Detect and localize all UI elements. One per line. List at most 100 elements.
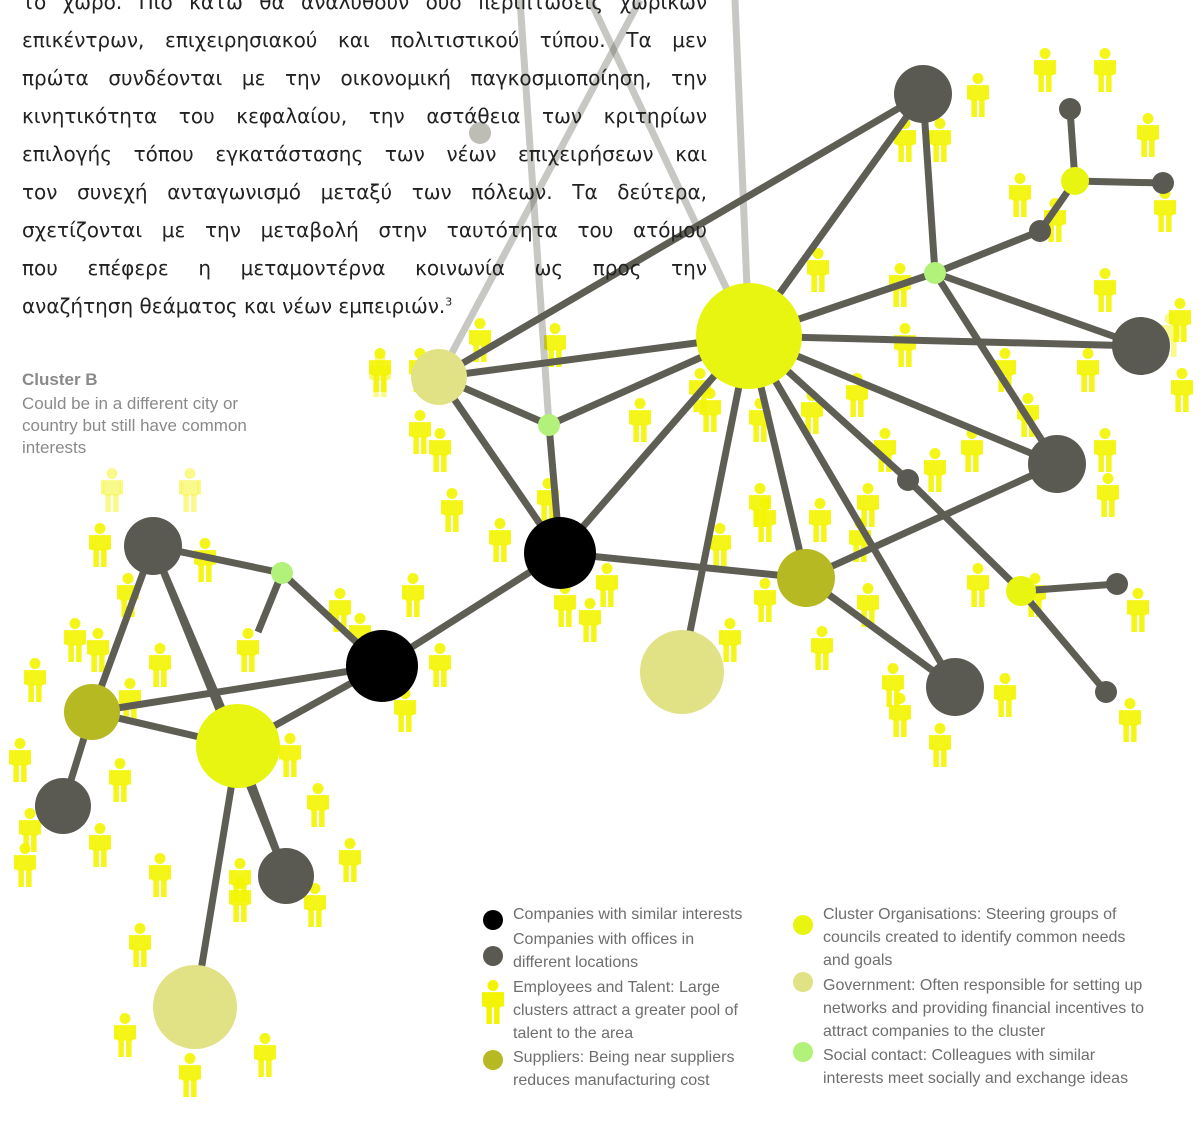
- dark-node: [1152, 172, 1174, 194]
- person-icon: [254, 1033, 276, 1077]
- person-icon: [629, 398, 651, 442]
- cluster-b-description: interests: [22, 438, 87, 457]
- person-icon: [89, 823, 111, 867]
- dark-node: [1095, 681, 1117, 703]
- dark-node: [926, 658, 984, 716]
- yellow-circle-icon: [793, 915, 813, 935]
- person-icon: [579, 598, 601, 642]
- person-icon: [929, 723, 951, 767]
- legend-label: clusters attract a greater pool of: [513, 1002, 738, 1019]
- pale-circle-icon: [793, 972, 813, 992]
- person-icon: [554, 583, 576, 627]
- connection-line: [559, 549, 807, 582]
- connection-line: [905, 477, 1024, 594]
- legend-label: Cluster Organisations: Steering groups o…: [823, 906, 1117, 923]
- yellow-node: [196, 704, 280, 788]
- person-icon: [149, 643, 171, 687]
- person-icon: [994, 673, 1016, 717]
- dark-grey-circle-icon: [483, 946, 503, 966]
- person-icon: [809, 498, 831, 542]
- connection-line: [932, 271, 1060, 466]
- legend-label: attract companies to the cluster: [823, 1023, 1046, 1040]
- legend-label: Companies with offices in: [513, 931, 695, 948]
- person-icon: [1034, 48, 1056, 92]
- person-icon: [929, 118, 951, 162]
- person-icon: [409, 410, 431, 454]
- person-icon: [924, 448, 946, 492]
- legend-label: Companies with similar interests: [513, 906, 743, 923]
- legend-label: different locations: [513, 954, 639, 971]
- person-icon: [1171, 368, 1193, 412]
- faded-connection-line: [435, 0, 644, 379]
- connection-line: [745, 334, 959, 689]
- faded-connection-line: [516, 0, 553, 426]
- person-icon: [1097, 473, 1119, 517]
- legend-label: talent to the area: [513, 1025, 634, 1042]
- paragraph-line: επιλογής τόπου εγκατάστασης των νέων επι…: [22, 142, 707, 166]
- paragraph-line: πρώτα συνδέονται με την οικονομική παγκο…: [22, 66, 707, 90]
- pale-node: [153, 965, 237, 1049]
- olive-circle-icon: [483, 1050, 503, 1070]
- person-icon: [1094, 48, 1116, 92]
- dark-node: [35, 778, 91, 834]
- person-icon: [1009, 173, 1031, 217]
- person-icon: [339, 838, 361, 882]
- person-icon: [482, 980, 504, 1024]
- person-icon: [307, 783, 329, 827]
- dark-node: [1029, 220, 1051, 242]
- person-icon: [1154, 188, 1176, 232]
- person-icon: [89, 523, 111, 567]
- black-node: [524, 517, 596, 589]
- legend-label: Suppliers: Being near suppliers: [513, 1049, 735, 1066]
- connection-line: [919, 93, 939, 274]
- paragraph-line: τον συνεχή ανταγωνισμό μεταξύ των πόλεων…: [22, 180, 707, 204]
- light-green-circle-icon: [793, 1042, 813, 1062]
- connection-line: [804, 460, 1059, 582]
- dark-node: [897, 469, 919, 491]
- person-icon: [402, 573, 424, 617]
- person-icon: [114, 1013, 136, 1057]
- connection-line: [748, 332, 1142, 350]
- cluster-b-title: Cluster B: [22, 370, 98, 389]
- legend-label: reduces manufacturing cost: [513, 1072, 710, 1089]
- paragraph-line: σχετίζονται με την μεταβολή στην ταυτότη…: [22, 218, 707, 242]
- person-icon: [179, 468, 201, 512]
- dark-node: [1028, 435, 1086, 493]
- person-icon: [237, 628, 259, 672]
- light-node: [271, 562, 293, 584]
- person-icon: [101, 468, 123, 512]
- connection-line: [191, 745, 242, 1008]
- yellow-node: [696, 283, 802, 389]
- connection-line: [933, 227, 1042, 277]
- connection-line: [803, 575, 958, 690]
- legend-label: networks and providing financial incenti…: [823, 1000, 1145, 1017]
- black-circle-icon: [483, 910, 503, 930]
- person-icon: [179, 1053, 201, 1097]
- person-icon: [64, 618, 86, 662]
- person-icon: [754, 578, 776, 622]
- person-icon: [967, 73, 989, 117]
- faded-node: [469, 122, 491, 144]
- person-icon: [119, 678, 141, 722]
- connection-line: [678, 335, 753, 673]
- yellow-node: [1061, 167, 1089, 195]
- paragraph-line: επικέντρων, επιχειρησιακού και πολιτιστι…: [22, 28, 707, 52]
- person-icon: [279, 733, 301, 777]
- connection-line: [88, 544, 157, 714]
- footnote-marker: 3: [445, 295, 453, 309]
- paragraph-line: κινητικότητα του κεφαλαίου, την αστάθεια…: [22, 104, 707, 128]
- legend-label: Social contact: Colleagues with similar: [823, 1047, 1096, 1064]
- legend-label: councils created to identify common need…: [823, 929, 1126, 946]
- person-icon: [429, 428, 451, 472]
- person-icon: [9, 738, 31, 782]
- olive-node: [64, 684, 120, 740]
- connection-line: [747, 332, 1059, 468]
- connection-line: [933, 269, 1143, 350]
- dark-node: [1112, 317, 1170, 375]
- light-node: [538, 414, 560, 436]
- olive-node: [777, 549, 835, 607]
- person-icon: [369, 353, 391, 397]
- pale-node: [411, 349, 467, 405]
- pale-node: [640, 630, 724, 714]
- person-icon: [1137, 113, 1159, 157]
